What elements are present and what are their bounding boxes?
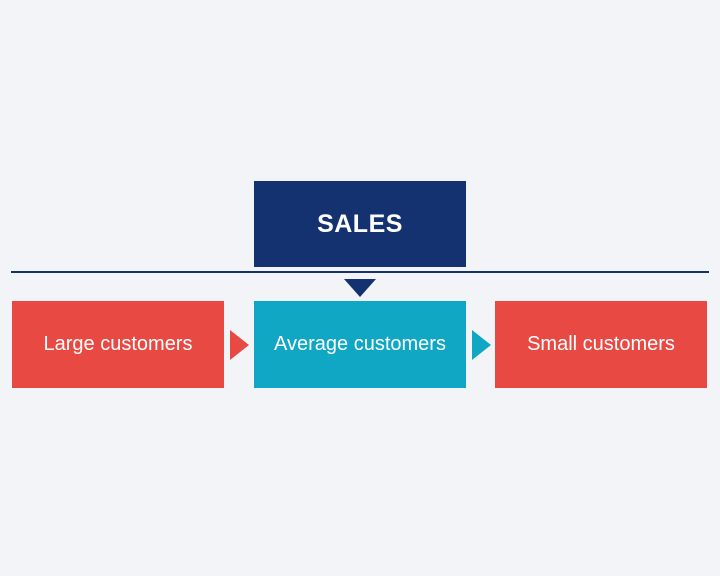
segment-label-small: Small customers bbox=[527, 333, 675, 355]
segment-small-customers: Small customers bbox=[495, 301, 707, 388]
down-arrow-icon bbox=[344, 279, 376, 297]
sales-box: SALES bbox=[254, 181, 466, 267]
right-arrow-icon bbox=[472, 330, 491, 360]
sales-label: SALES bbox=[317, 209, 403, 238]
right-arrow-icon bbox=[230, 330, 249, 360]
segment-label-average: Average customers bbox=[274, 333, 446, 355]
segment-label-large: Large customers bbox=[43, 333, 193, 355]
segment-large-customers: Large customers bbox=[12, 301, 224, 388]
horizontal-divider-line bbox=[11, 271, 709, 273]
segment-average-customers: Average customers bbox=[254, 301, 466, 388]
